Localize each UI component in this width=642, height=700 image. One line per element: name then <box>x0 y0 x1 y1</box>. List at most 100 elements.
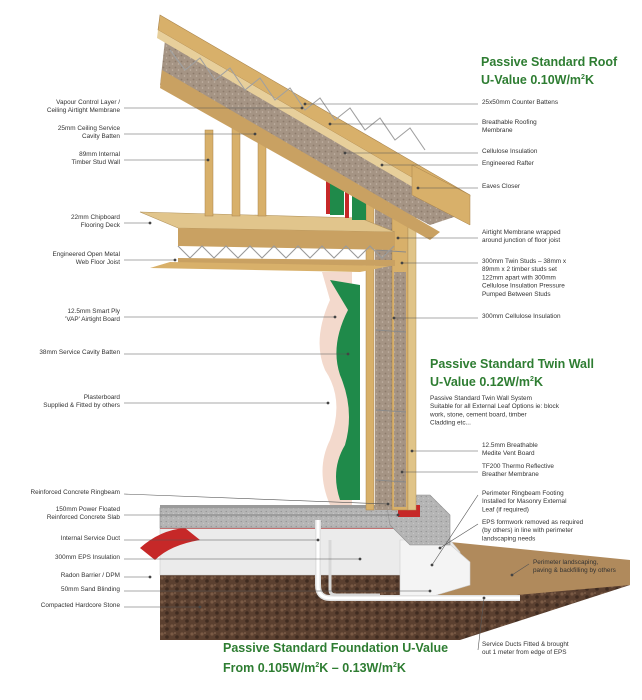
internal-stud-wall <box>204 129 214 217</box>
label-line: Airtight Membrane wrapped <box>482 229 561 236</box>
leader-dot <box>400 470 404 474</box>
leader-dot <box>198 605 202 609</box>
right-callout: 300mm Cellulose Insulation <box>392 313 561 320</box>
left-callout: 12.5mm Smart Ply'VAP' Airtight Board <box>65 308 337 323</box>
leader-dot <box>148 221 152 225</box>
label-line: Cellulose Insulation <box>482 148 538 155</box>
left-callout: Internal Service Duct <box>61 535 320 542</box>
leader-dot <box>428 589 432 593</box>
label-line: 300mm Cellulose Insulation <box>482 313 561 320</box>
leader-line <box>123 493 389 505</box>
foundation-title: Passive Standard Foundation U-Value <box>223 641 448 655</box>
right-callout: 25x50mm Counter Battens <box>303 99 558 106</box>
roof-cellulose <box>160 40 460 225</box>
leader-line <box>477 597 485 651</box>
left-callout: Compacted Hardcore Stone <box>41 602 202 609</box>
radon-barrier-dpm <box>140 528 200 560</box>
left-callout: Radon Barrier / DPM <box>61 572 152 579</box>
label-line: (by others) in line with perimeter <box>482 527 574 534</box>
leader-dot <box>303 102 307 106</box>
label-line: paving & backfilling by others <box>533 567 616 574</box>
label-line: 89mm Internal <box>79 151 120 158</box>
leader-dot <box>510 573 514 577</box>
label-line: Perimeter landscaping, <box>533 559 599 566</box>
right-label: Cellulose Insulation <box>482 148 538 155</box>
label-line: Vapour Control Layer / <box>56 99 120 106</box>
leader-dot <box>206 158 210 162</box>
label-line: Breather Membrane <box>482 471 539 478</box>
label-line: 150mm Power Floated <box>56 506 121 513</box>
left-callout: Reinforced Concrete Ringbeam <box>30 489 390 506</box>
label-line: Cellulose Insulation Pressure <box>482 283 565 290</box>
foundation-uvalue: From 0.105W/m2K – 0.13W/m2K <box>223 661 406 675</box>
label-line: landscaping needs <box>482 535 535 542</box>
label-line: Supplied & Fitted by others <box>43 402 120 409</box>
airtight-board <box>330 280 360 500</box>
roof-metal-web <box>169 49 426 151</box>
leader-dot <box>343 151 347 155</box>
label-line: Engineered Rafter <box>482 160 535 167</box>
label-line: EPS formwork removed as required <box>482 519 584 526</box>
left-callout: 38mm Service Cavity Batten <box>39 349 350 356</box>
left-label: Compacted Hardcore Stone <box>41 602 121 609</box>
right-label: Eaves Closer <box>482 183 521 190</box>
section-illustration <box>139 14 630 640</box>
label-line: 25mm Ceiling Service <box>58 125 121 132</box>
leader-dot <box>333 315 337 319</box>
label-line: Perimeter Ringbeam Footing <box>482 490 564 497</box>
right-callout: Eaves Closer <box>416 183 521 190</box>
label-line: around junction of floor joist <box>482 237 560 244</box>
label-line: 122mm apart with 300mm <box>482 274 556 281</box>
label-line: Engineered Open Metal <box>52 251 120 258</box>
label-line: Radon Barrier / DPM <box>61 572 120 579</box>
concrete-slab <box>159 507 416 529</box>
leader-dot <box>380 163 384 167</box>
leader-dot <box>326 401 330 405</box>
wall-uvalue: U-Value 0.12W/m2K <box>430 375 543 389</box>
floor-joist <box>178 228 395 250</box>
right-label: 25x50mm Counter Battens <box>482 99 558 106</box>
left-label: Vapour Control Layer /Ceiling Airtight M… <box>47 99 121 114</box>
counter-battens <box>157 30 468 218</box>
leader-dot <box>316 538 320 542</box>
eaves-closer <box>411 164 471 226</box>
roof-uvalue: U-Value 0.10W/m2K <box>481 73 594 87</box>
label-line: Medite Vent Board <box>482 450 535 457</box>
right-label: EPS formwork removed as required(by othe… <box>482 519 584 542</box>
label-line: Installed for Masonry External <box>482 498 567 505</box>
left-label: 50mm Sand Blinding <box>61 586 120 593</box>
label-line: 25x50mm Counter Battens <box>482 99 558 106</box>
label-line: Reinforced Concrete Ringbeam <box>30 489 120 496</box>
leader-dot <box>253 132 257 136</box>
leader-dot <box>410 449 414 453</box>
left-label: 300mm EPS Insulation <box>55 554 120 561</box>
label-line: 12.5mm Smart Ply <box>67 308 120 315</box>
label-line: Flooring Deck <box>81 222 121 229</box>
label-line: Membrane <box>482 127 513 134</box>
left-callout: 50mm Sand Blinding <box>61 586 432 593</box>
label-line: 300mm EPS Insulation <box>55 554 120 561</box>
label-line: Cavity Batten <box>82 133 120 140</box>
left-callouts: Vapour Control Layer /Ceiling Airtight M… <box>30 99 432 609</box>
leader-dot <box>438 546 442 550</box>
leader-dot <box>396 236 400 240</box>
